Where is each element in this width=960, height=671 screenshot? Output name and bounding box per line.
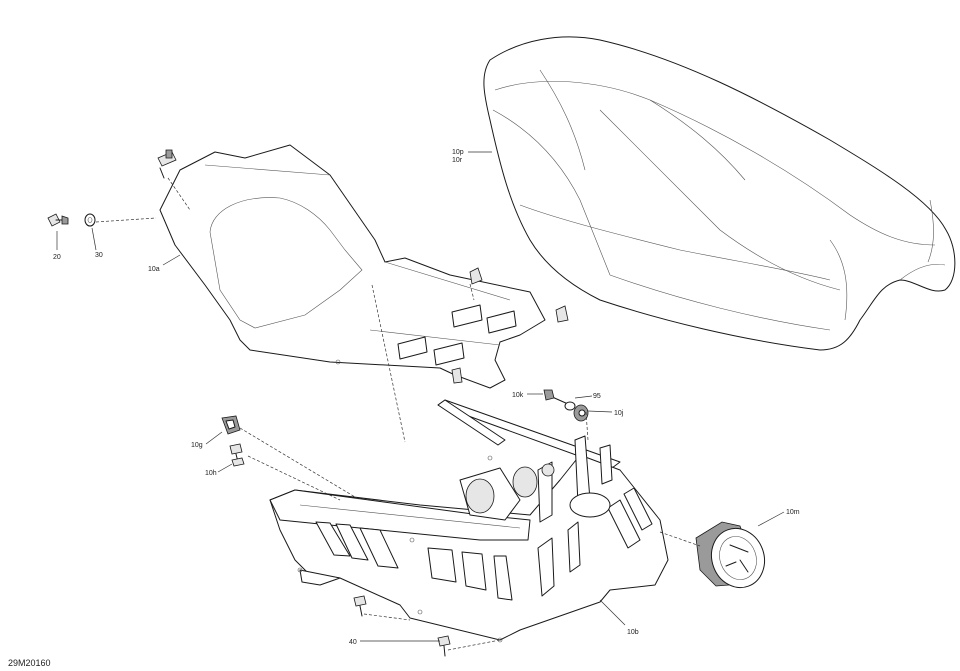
clip-10g: [221, 415, 241, 435]
seat-support-frame: [269, 399, 669, 643]
callout-10b: 10b: [627, 629, 639, 636]
drawing-reference-number: 29M20160: [8, 658, 51, 668]
push-rivet: [157, 149, 177, 179]
seat-cushion: [483, 36, 956, 351]
callout-10p: 10p: [452, 149, 464, 156]
leader-lines: [56, 151, 785, 642]
callout-30: 30: [95, 252, 103, 259]
callout-40: 40: [349, 639, 357, 646]
bolt-10k: [543, 389, 569, 405]
bolt-20: [47, 213, 69, 227]
bushing-10j: [573, 404, 589, 422]
pin-10h: [229, 443, 245, 467]
screw-40b: [437, 635, 451, 657]
light-assembly-10m: [695, 521, 765, 589]
screw-40a: [353, 595, 367, 617]
washer-95: [564, 401, 576, 411]
callout-95: 95: [593, 393, 601, 400]
seat-base-pan: [159, 144, 569, 389]
callout-10j: 10j: [614, 410, 624, 417]
callout-10a: 10a: [148, 266, 160, 273]
callout-10h: 10h: [205, 470, 217, 477]
washer-30: [84, 213, 96, 227]
callout-10m: 10m: [786, 509, 800, 516]
alignment-lines: [95, 177, 701, 651]
callout-10k: 10k: [512, 392, 524, 399]
callout-10g: 10g: [191, 442, 203, 449]
callout-20: 20: [53, 254, 61, 261]
callout-10r: 10r: [452, 157, 463, 164]
